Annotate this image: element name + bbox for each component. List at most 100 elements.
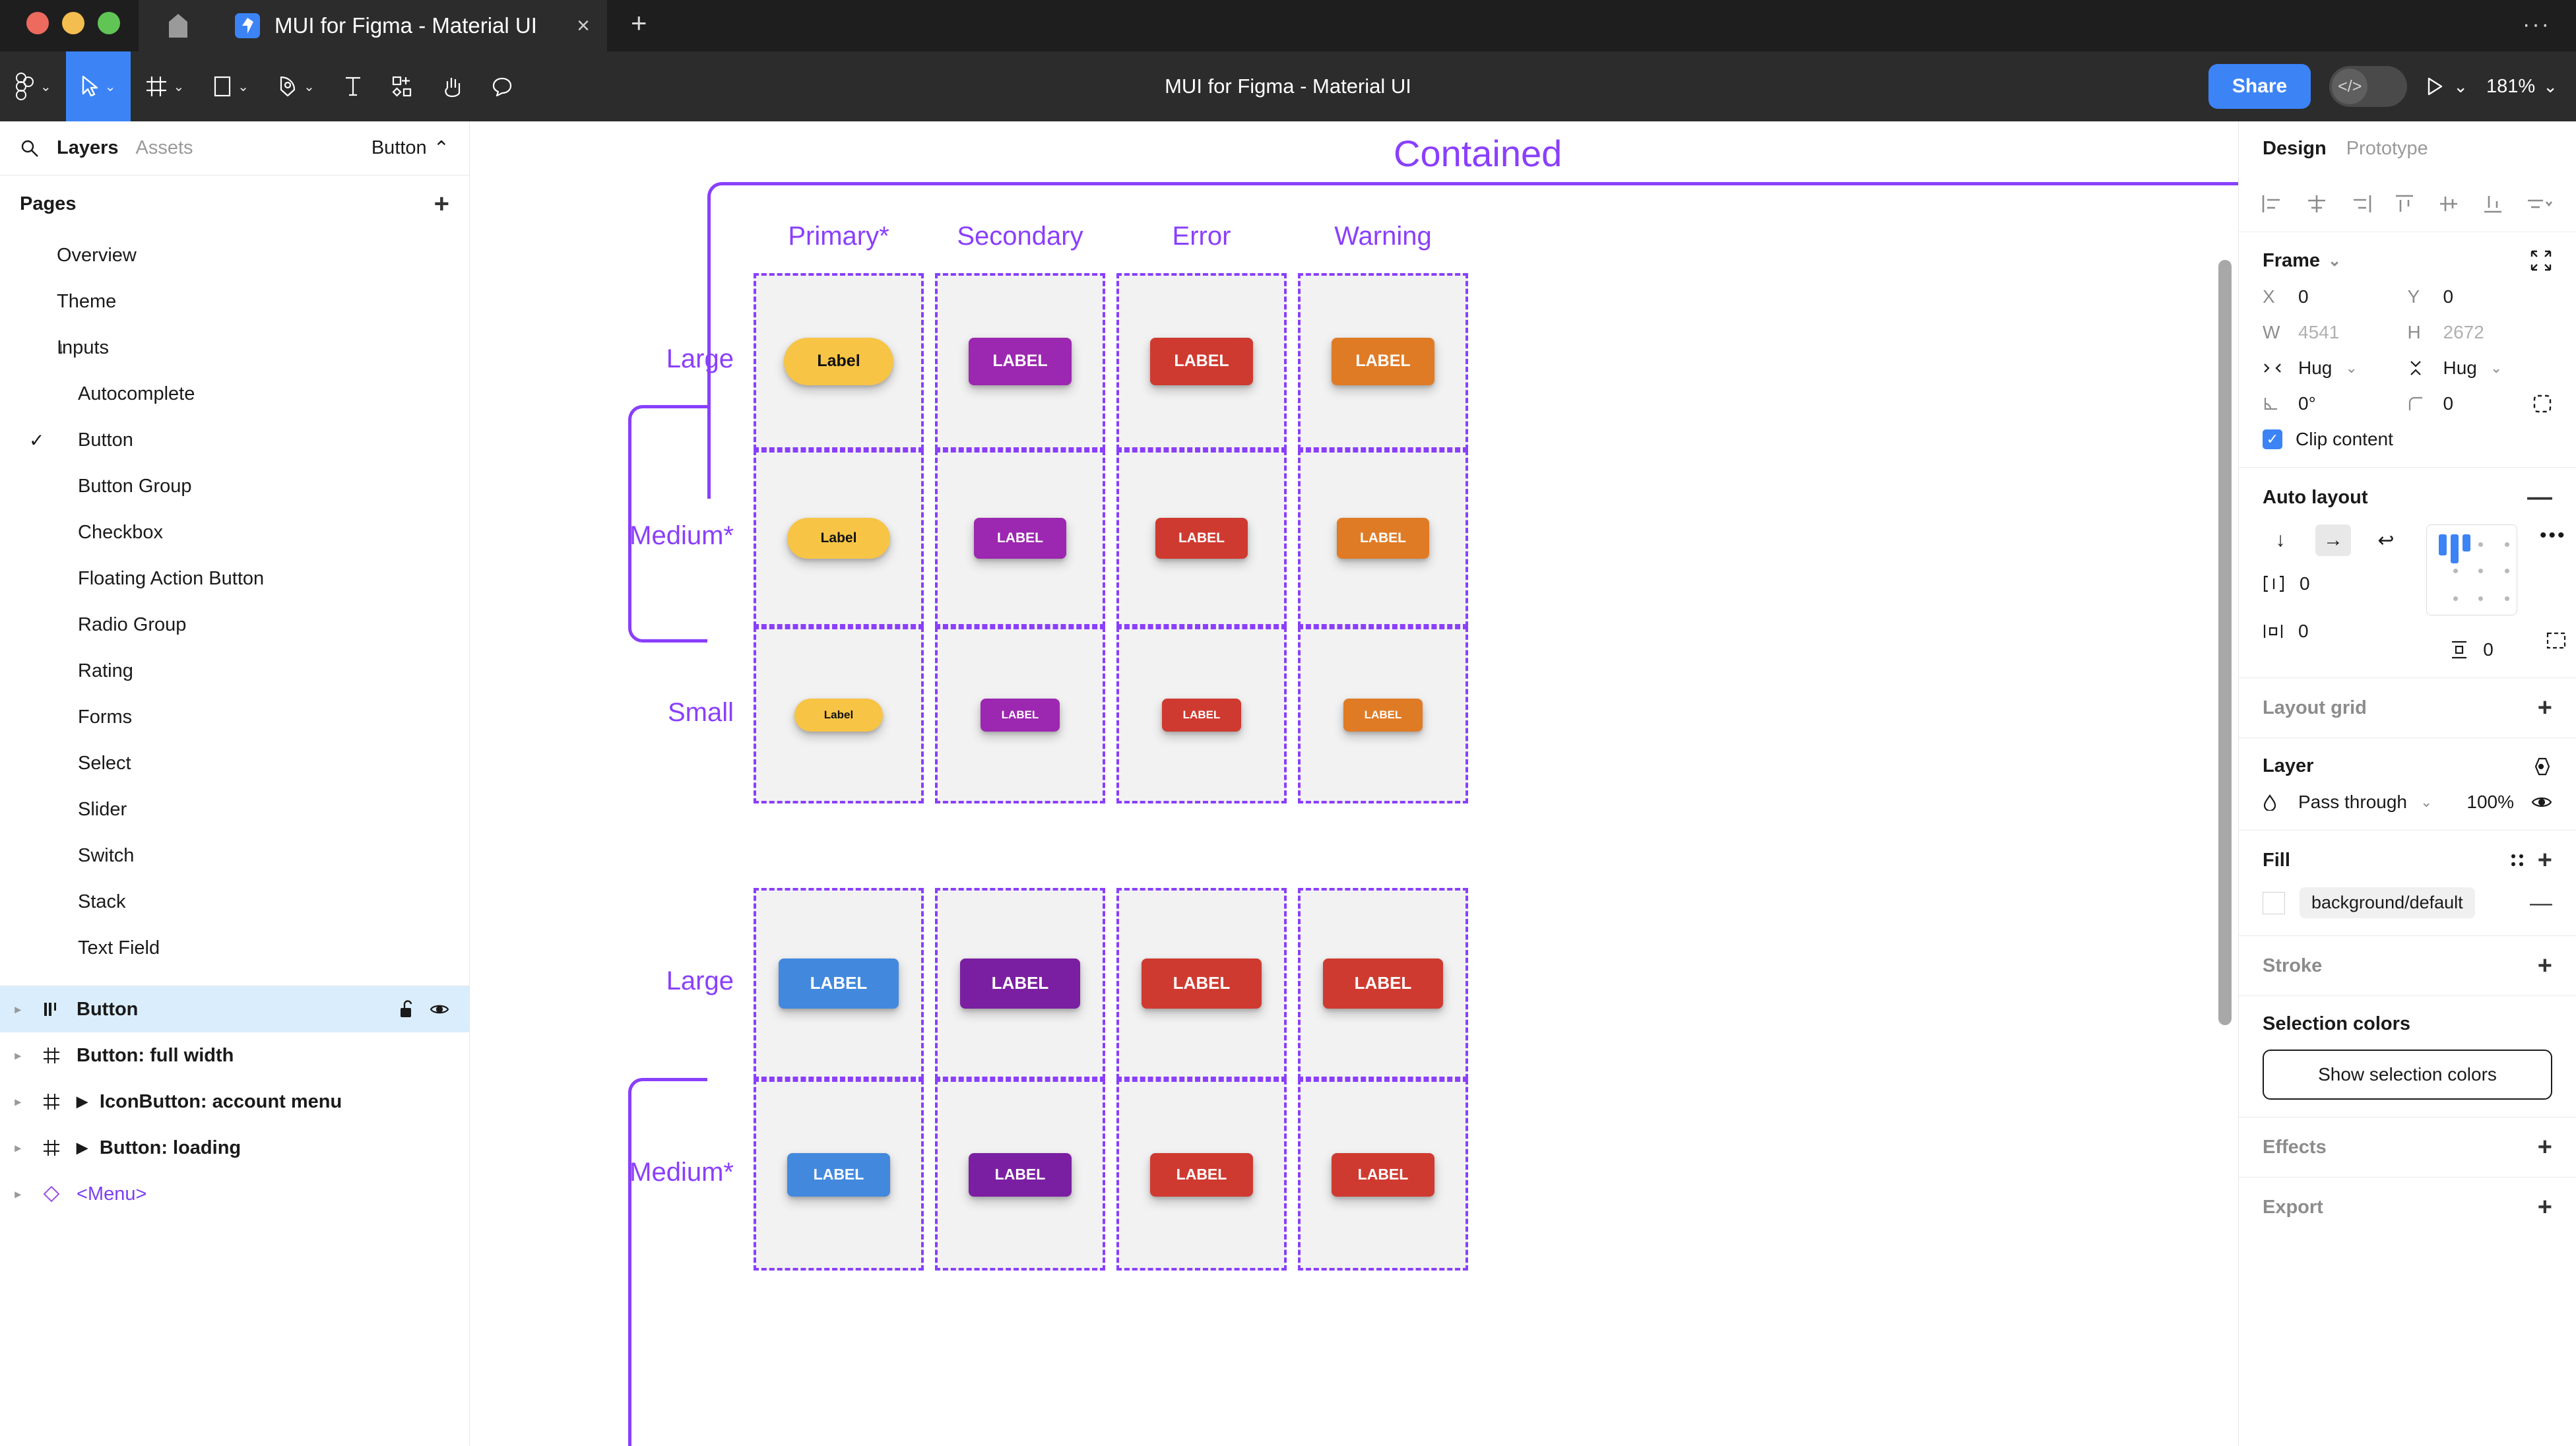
individual-padding-icon[interactable] — [2546, 631, 2567, 650]
canvas-button[interactable]: LABEL — [969, 337, 1072, 386]
page-item-rating[interactable]: Rating — [0, 648, 469, 694]
auto-layout-more-button[interactable]: ••• — [2540, 524, 2567, 546]
add-export-button[interactable]: + — [2537, 1193, 2552, 1221]
maximize-window-icon[interactable] — [98, 12, 120, 34]
canvas-button[interactable]: LABEL — [779, 958, 899, 1009]
resources-tool[interactable] — [377, 51, 428, 121]
close-icon[interactable]: × — [577, 13, 590, 38]
layer-row[interactable]: ▸Button: full width — [0, 1032, 469, 1079]
expand-caret-icon[interactable]: ▸ — [15, 1048, 21, 1062]
align-left-icon[interactable] — [2261, 194, 2284, 214]
direction-wrap-button[interactable]: ↩ — [2377, 529, 2395, 551]
text-tool[interactable] — [329, 51, 377, 121]
visibility-icon[interactable] — [430, 1002, 449, 1017]
direction-vertical-button[interactable]: ↓ — [2275, 529, 2286, 551]
height-field[interactable]: H 2672 — [2408, 322, 2553, 343]
canvas-button[interactable]: LABEL — [1332, 1152, 1434, 1197]
vertical-resizing-field[interactable]: Hug ⌄ — [2408, 358, 2553, 379]
canvas-button[interactable]: LABEL — [980, 698, 1060, 732]
nested-expand-icon[interactable]: ▶ — [77, 1139, 88, 1156]
fill-style-name[interactable]: background/default — [2300, 887, 2475, 918]
page-item-button[interactable]: ✓Button — [0, 417, 469, 463]
padding-vertical-field[interactable]: 0 — [2450, 639, 2494, 660]
chevron-down-icon[interactable]: ⌄ — [2328, 251, 2342, 270]
tab-prototype[interactable]: Prototype — [2346, 137, 2428, 159]
width-field[interactable]: W 4541 — [2263, 322, 2408, 343]
page-item-floating-action-button[interactable]: Floating Action Button — [0, 555, 469, 602]
comment-tool[interactable] — [477, 51, 527, 121]
home-button[interactable] — [139, 0, 218, 51]
blend-mode-field[interactable]: Pass through ⌄ — [2263, 792, 2466, 813]
canvas-button[interactable]: Label — [783, 337, 894, 386]
browser-tab[interactable]: MUI for Figma - Material UI × — [218, 0, 607, 51]
page-item-theme[interactable]: Theme — [0, 278, 469, 325]
rotation-field[interactable]: 0° — [2263, 393, 2408, 414]
add-page-button[interactable]: + — [434, 189, 449, 218]
frame-title-label[interactable]: Contained — [1394, 133, 1562, 174]
frame-tool[interactable]: ⌄ — [131, 51, 199, 121]
show-selection-colors-button[interactable]: Show selection colors — [2263, 1050, 2552, 1100]
canvas-button[interactable]: Label — [794, 698, 884, 732]
layer-visibility-icon[interactable] — [2531, 795, 2552, 809]
clip-content-row[interactable]: ✓ Clip content — [2263, 429, 2552, 450]
dev-mode-toggle[interactable]: </> — [2329, 66, 2408, 107]
canvas-button[interactable]: LABEL — [1336, 517, 1430, 559]
share-button[interactable]: Share — [2208, 64, 2311, 109]
page-item-select[interactable]: Select — [0, 740, 469, 786]
distribute-menu-icon[interactable] — [2526, 194, 2554, 214]
page-item-button-group[interactable]: Button Group — [0, 463, 469, 509]
tab-assets[interactable]: Assets — [135, 137, 193, 158]
new-tab-button[interactable]: + — [631, 7, 647, 38]
canvas-button[interactable]: LABEL — [1155, 517, 1248, 559]
page-item-inputs[interactable]: ↓Inputs — [0, 325, 469, 371]
page-item-checkbox[interactable]: Checkbox — [0, 509, 469, 555]
canvas-button[interactable]: LABEL — [1142, 958, 1262, 1009]
horizontal-resizing-field[interactable]: Hug ⌄ — [2263, 358, 2408, 379]
add-fill-button[interactable]: + — [2537, 846, 2552, 874]
align-bottom-icon[interactable] — [2482, 194, 2504, 214]
tab-layers[interactable]: Layers — [57, 137, 119, 158]
chevron-down-icon[interactable]: ⌄ — [2453, 76, 2468, 96]
layer-row[interactable]: ▸▶Button: loading — [0, 1125, 469, 1171]
remove-auto-layout-button[interactable]: — — [2527, 484, 2552, 511]
add-layout-grid-button[interactable]: + — [2537, 694, 2552, 722]
canvas-button[interactable]: LABEL — [960, 958, 1080, 1009]
frame-resize-icon[interactable] — [2530, 249, 2552, 272]
add-effect-button[interactable]: + — [2537, 1133, 2552, 1161]
padding-horizontal-field[interactable]: 0 — [2263, 621, 2404, 642]
close-window-icon[interactable] — [26, 12, 49, 34]
minimize-window-icon[interactable] — [62, 12, 84, 34]
canvas-button[interactable]: Label — [787, 517, 890, 559]
page-item-slider[interactable]: Slider — [0, 786, 469, 833]
layer-opacity-value[interactable]: 100% — [2466, 792, 2514, 812]
align-top-icon[interactable] — [2393, 194, 2416, 214]
hand-tool[interactable] — [428, 51, 477, 121]
layer-row[interactable]: ▸<Menu> — [0, 1171, 469, 1217]
nested-expand-icon[interactable]: ▶ — [77, 1093, 88, 1110]
move-tool[interactable]: ⌄ — [65, 51, 131, 121]
tab-design[interactable]: Design — [2263, 137, 2327, 159]
canvas-button[interactable]: LABEL — [1150, 337, 1253, 386]
expand-caret-icon[interactable]: ▸ — [15, 1141, 21, 1154]
remove-fill-button[interactable]: — — [2530, 890, 2552, 916]
canvas-button[interactable]: LABEL — [1150, 1152, 1253, 1197]
fill-styles-icon[interactable] — [2509, 852, 2526, 869]
layer-settings-icon[interactable] — [2531, 757, 2552, 776]
clip-content-checkbox[interactable]: ✓ — [2263, 429, 2282, 449]
expand-caret-icon[interactable]: ▸ — [15, 1002, 21, 1016]
present-button[interactable]: ⌄ — [2426, 77, 2468, 97]
page-item-text-field[interactable]: Text Field — [0, 925, 469, 971]
page-item-overview[interactable]: Overview — [0, 232, 469, 278]
layer-row[interactable]: ▸▶IconButton: account menu — [0, 1079, 469, 1125]
page-item-radio-group[interactable]: Radio Group — [0, 602, 469, 648]
layer-row[interactable]: ▸Button — [0, 986, 469, 1032]
canvas-button[interactable]: LABEL — [787, 1152, 890, 1197]
fill-color-swatch[interactable] — [2263, 891, 2285, 914]
figma-menu-button[interactable]: ⌄ — [0, 51, 66, 121]
gap-field[interactable]: 0 — [2263, 573, 2404, 594]
corner-radius-field[interactable]: 0 — [2408, 393, 2553, 414]
canvas-button[interactable]: LABEL — [1323, 958, 1443, 1009]
canvas-button[interactable]: LABEL — [1161, 698, 1242, 732]
search-icon[interactable] — [20, 139, 40, 158]
